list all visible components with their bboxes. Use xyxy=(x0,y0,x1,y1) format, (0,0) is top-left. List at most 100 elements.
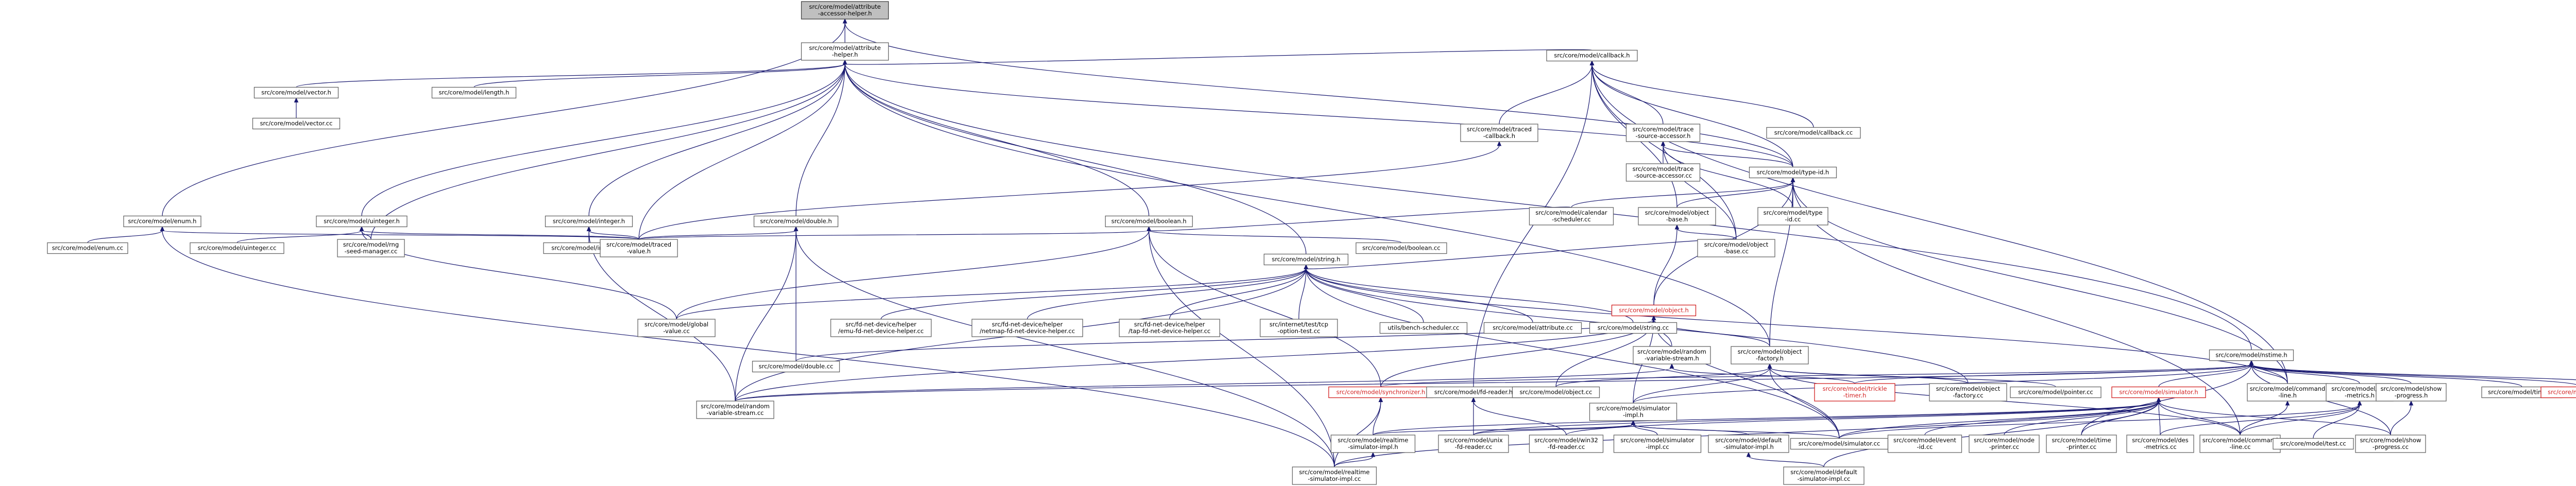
node-object-base-h[interactable]: src/core/model/object-base.h xyxy=(1638,207,1716,225)
edge-arrowhead xyxy=(1370,452,1376,457)
node-bench-scheduler[interactable]: utils/bench-scheduler.cc xyxy=(1379,322,1468,334)
node-type-id-cc[interactable]: src/core/model/type-id.cc xyxy=(1757,207,1828,225)
node-timer-h[interactable]: src/core/model/timer.h xyxy=(2540,386,2576,398)
node-string-h[interactable]: src/core/model/string.h xyxy=(1263,253,1349,266)
edge-realtime-simulator-impl-h-to-realtime-simulator-impl-cc xyxy=(1334,452,1376,467)
node-box xyxy=(1105,215,1193,228)
node-object-base-cc[interactable]: src/core/model/object-base.cc xyxy=(1697,239,1775,257)
node-object-factory-cc[interactable]: src/core/model/object-factory.cc xyxy=(1929,383,2007,402)
node-des-metrics-cc[interactable]: src/core/model/des-metrics.cc xyxy=(2126,435,2194,453)
edge-des-metrics-h-to-des-metrics-cc xyxy=(2160,400,2362,436)
node-uinteger-cc[interactable]: src/core/model/uinteger.cc xyxy=(190,242,284,254)
node-simulator-impl-cc[interactable]: src/core/model/simulator-impl.cc xyxy=(1613,435,1702,453)
node-double-cc[interactable]: src/core/model/double.cc xyxy=(752,360,840,373)
node-win32-fd-reader-cc[interactable]: src/core/model/win32-fd-reader.cc xyxy=(1529,435,1604,453)
edge-arrowhead xyxy=(2357,400,2362,406)
node-traced-callback-h[interactable]: src/core/model/traced-callback.h xyxy=(1460,124,1538,142)
node-vector-cc[interactable]: src/core/model/vector.cc xyxy=(252,117,341,130)
edge-line xyxy=(2251,364,2288,384)
node-trace-source-accessor-h[interactable]: src/core/model/trace-source-accessor.h xyxy=(1625,124,1701,142)
node-length-h[interactable]: src/core/model/length.h xyxy=(431,86,517,99)
node-tap-fd[interactable]: src/fd-net-device/helper/tap-fd-net-devi… xyxy=(1118,319,1221,337)
node-callback-cc[interactable]: src/core/model/callback.cc xyxy=(1766,127,1861,139)
node-type-id-h[interactable]: src/core/model/type-id.h xyxy=(1749,166,1837,179)
node-unix-fd-reader-cc[interactable]: src/core/model/unix-fd-reader.cc xyxy=(1438,435,1509,453)
node-emu-fd[interactable]: src/fd-net-device/helper/emu-fd-net-devi… xyxy=(830,319,932,337)
node-show-progress-h[interactable]: src/core/model/show-progress.h xyxy=(2376,383,2447,402)
node-trace-source-accessor-cc[interactable]: src/core/model/trace-source-accessor.cc xyxy=(1625,163,1701,182)
edge-line xyxy=(844,63,2252,350)
node-command-line-h[interactable]: src/core/model/command-line.h xyxy=(2247,383,2328,402)
node-label-line: src/core/model/synchronizer.h xyxy=(1336,389,1426,396)
node-callback-h[interactable]: src/core/model/callback.h xyxy=(1546,49,1638,62)
node-label-line: -factory.h xyxy=(1756,355,1784,362)
node-simulator-h[interactable]: src/core/model/simulator.h xyxy=(2111,386,2206,398)
node-enum-h[interactable]: src/core/model/enum.h xyxy=(123,215,201,228)
edge-attribute-helper-h-to-vector-h xyxy=(296,59,848,88)
node-label-line: -timer.h xyxy=(1843,392,1867,399)
edge-line xyxy=(2251,363,2576,385)
node-vector-h[interactable]: src/core/model/vector.h xyxy=(253,86,339,99)
node-traced-value-h[interactable]: src/core/model/traced-value.h xyxy=(600,239,678,257)
edge-line xyxy=(1591,64,1793,167)
node-object-cc[interactable]: src/core/model/object.cc xyxy=(1512,386,1600,398)
node-global-value-cc[interactable]: src/core/model/global-value.cc xyxy=(637,319,716,337)
node-label-line: -seed-manager.cc xyxy=(345,248,398,255)
node-enum-cc[interactable]: src/core/model/enum.cc xyxy=(47,242,128,254)
node-attribute-helper-h[interactable]: src/core/model/attribute-helper.h xyxy=(801,42,889,61)
node-random-variable-stream-cc[interactable]: src/core/model/random-variable-stream.cc xyxy=(696,401,774,419)
node-tcp-option-test[interactable]: src/internet/test/tcp-option-test.cc xyxy=(1260,319,1338,337)
node-pointer-cc[interactable]: src/core/model/pointer.cc xyxy=(2010,386,2102,398)
node-netmap-fd[interactable]: src/fd-net-device/helper/netmap-fd-net-d… xyxy=(971,319,1083,337)
node-show-progress-cc[interactable]: src/core/model/show-progress.cc xyxy=(2355,435,2426,453)
node-double-h[interactable]: src/core/model/double.h xyxy=(753,215,839,228)
node-integer-h[interactable]: src/core/model/integer.h xyxy=(545,215,633,228)
node-box xyxy=(337,239,405,257)
node-nstime-h[interactable]: src/core/model/nstime.h xyxy=(2209,349,2294,361)
node-box xyxy=(753,215,839,228)
node-simulator-impl-h[interactable]: src/core/model/simulator-impl.h xyxy=(1589,403,1677,421)
node-attribute-accessor-helper[interactable]: src/core/model/attribute-accessor-helper… xyxy=(801,1,889,20)
node-realtime-simulator-impl-h[interactable]: src/core/model/realtime-simulator-impl.h xyxy=(1330,435,1416,453)
node-label-line: -progress.cc xyxy=(2372,443,2409,450)
node-boolean-h[interactable]: src/core/model/boolean.h xyxy=(1105,215,1193,228)
node-box xyxy=(1512,386,1600,398)
edge-string-h-to-global-value-cc xyxy=(676,264,1309,320)
node-random-variable-stream-h[interactable]: src/core/model/random-variable-stream.h xyxy=(1633,346,1711,364)
node-attribute-cc[interactable]: src/core/model/attribute.cc xyxy=(1483,322,1582,334)
node-boolean-cc[interactable]: src/core/model/boolean.cc xyxy=(1355,242,1447,254)
node-default-simulator-impl-h[interactable]: src/core/model/default-simulator-impl.h xyxy=(1708,435,1789,453)
edge-arrowhead xyxy=(586,226,591,231)
edge-line xyxy=(370,63,845,240)
node-default-simulator-impl-cc[interactable]: src/core/model/default-simulator-impl.cc xyxy=(1783,466,1865,485)
edge-line xyxy=(2240,404,2360,436)
node-string-cc[interactable]: src/core/model/string.cc xyxy=(1589,322,1677,334)
node-object-factory-h[interactable]: src/core/model/object-factory.h xyxy=(1731,346,1809,364)
node-label-line: src/core/model/pointer.cc xyxy=(2018,389,2093,396)
node-label-line: src/core/model/traced xyxy=(1467,126,1532,133)
node-label-line: src/core/model/simulator.h xyxy=(2119,389,2198,396)
node-object-h[interactable]: src/core/model/object.h xyxy=(1611,304,1697,317)
node-box xyxy=(190,242,284,254)
node-node-printer-cc[interactable]: src/core/model/node-printer.cc xyxy=(1969,435,2040,453)
node-test-cc[interactable]: src/core/model/test.cc xyxy=(2273,438,2354,450)
node-fd-reader-h[interactable]: src/core/model/fd-reader.h xyxy=(1426,386,1521,398)
node-box xyxy=(2126,435,2194,453)
node-label-line: src/core/model/default xyxy=(1790,468,1857,476)
node-label-line: src/core/model/win32 xyxy=(1534,437,1598,444)
edge-line xyxy=(588,63,845,216)
node-uinteger-h[interactable]: src/core/model/uinteger.h xyxy=(316,215,408,228)
node-box xyxy=(830,319,932,337)
node-simulator-cc[interactable]: src/core/model/simulator.cc xyxy=(1790,438,1889,450)
node-rng-seed-manager-cc[interactable]: src/core/model/rng-seed-manager.cc xyxy=(337,239,405,257)
node-event-id-cc[interactable]: src/core/model/event-id.cc xyxy=(1887,435,1962,453)
node-calendar-scheduler-cc[interactable]: src/core/model/calendar-scheduler.cc xyxy=(1529,207,1614,225)
node-command-line-cc[interactable]: src/core/model/command-line.cc xyxy=(2199,435,2281,453)
node-box xyxy=(2247,383,2328,402)
node-realtime-simulator-impl-cc[interactable]: src/core/model/realtime-simulator-impl.c… xyxy=(1292,466,1377,485)
node-synchronizer-h[interactable]: src/core/model/synchronizer.h xyxy=(1328,386,1433,398)
node-trickle-timer-h[interactable]: src/core/model/trickle-timer.h xyxy=(1814,383,1895,402)
node-time-printer-cc[interactable]: src/core/model/time-printer.cc xyxy=(2046,435,2117,453)
edge-arrowhead xyxy=(160,226,165,231)
edge-line xyxy=(844,22,1793,167)
